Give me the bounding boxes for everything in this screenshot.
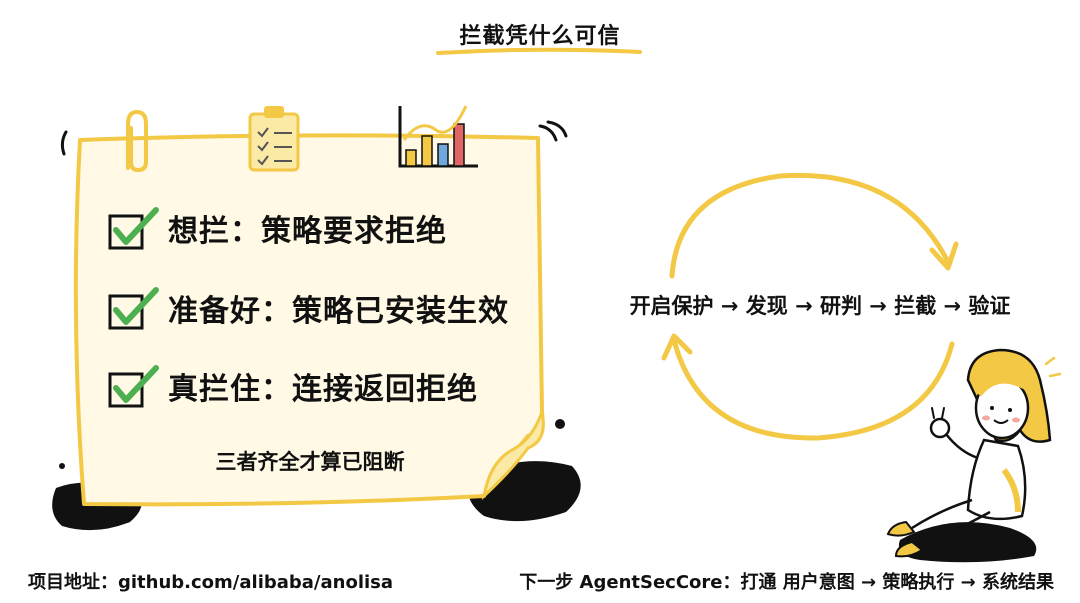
cycle-arrowhead-top bbox=[929, 241, 959, 271]
next-step-text: 下一步 AgentSecCore：打通 用户意图 → 策略执行 → 系统结果 bbox=[519, 572, 1054, 593]
dot-right bbox=[555, 419, 565, 429]
dot-left bbox=[59, 463, 65, 469]
bar-chart-icon bbox=[398, 105, 478, 168]
checklist-item: 想拦：策略要求拒绝 bbox=[106, 204, 447, 252]
corner-tick-right-1 bbox=[538, 124, 558, 142]
checkbox-checked-icon bbox=[106, 364, 159, 408]
corner-tick-right-2 bbox=[546, 120, 568, 138]
character-illustration bbox=[886, 348, 1062, 563]
checklist-item-label: 想拦：策略要求拒绝 bbox=[168, 214, 447, 249]
checklist-item: 准备好：策略已安装生效 bbox=[106, 284, 509, 332]
checklist-item-label: 真拦住：连接返回拒绝 bbox=[168, 372, 478, 407]
cycle-steps-label: 开启保护 → 发现 → 研判 → 拦截 → 验证 bbox=[629, 294, 1011, 318]
corner-tick-left bbox=[60, 130, 68, 156]
cycle-arc-bottom bbox=[671, 337, 955, 441]
checkbox-checked-icon bbox=[106, 206, 159, 250]
checkbox-checked-icon bbox=[106, 286, 159, 330]
checklist-item-label: 准备好：策略已安装生效 bbox=[168, 294, 509, 329]
clipboard-icon bbox=[248, 106, 300, 172]
project-link[interactable]: 项目地址：github.com/alibaba/anolisa bbox=[28, 572, 394, 593]
checklist-item: 真拦住：连接返回拒绝 bbox=[106, 362, 478, 410]
note-footer-text: 三者齐全才算已阻断 bbox=[215, 450, 405, 474]
page-title: 拦截凭什么可信 bbox=[459, 24, 621, 49]
cycle-arc-top bbox=[669, 172, 951, 279]
page-curl bbox=[481, 406, 545, 501]
paperclip-icon bbox=[126, 109, 148, 173]
cycle-arrowhead-bottom bbox=[661, 333, 693, 361]
title-underline bbox=[436, 47, 642, 55]
